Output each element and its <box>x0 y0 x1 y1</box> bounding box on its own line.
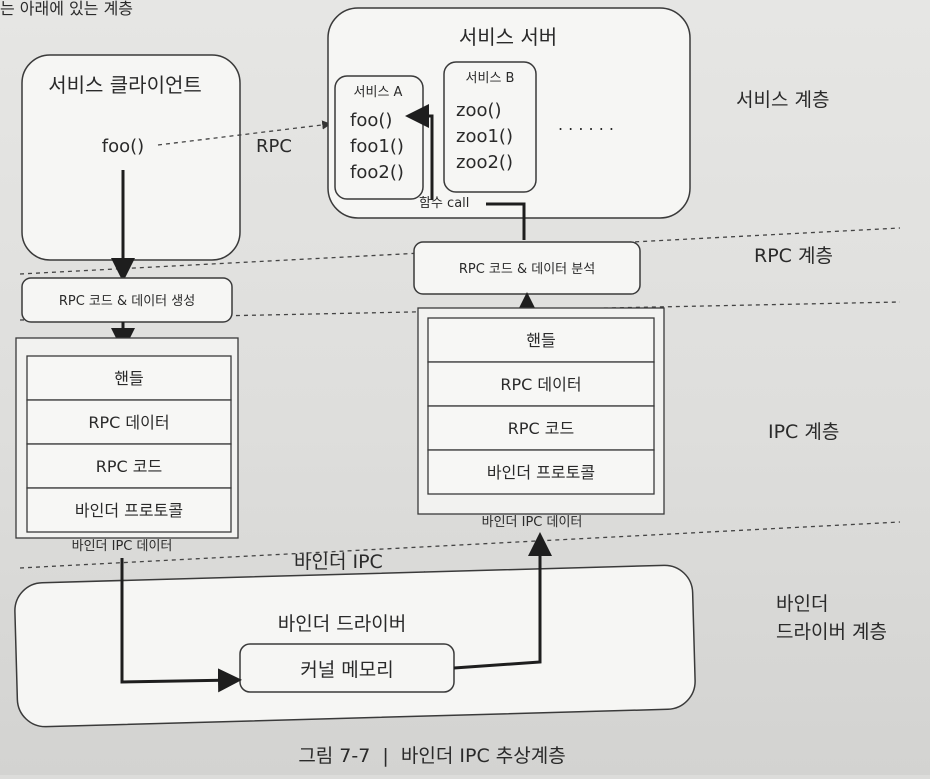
client-call-foo: foo() <box>102 136 144 157</box>
ipc-right-cell <box>427 449 655 495</box>
rpc-label: RPC <box>256 136 292 157</box>
layer-label-ipc: IPC 계층 <box>768 421 839 443</box>
ipc-right-protocol: 바인더 프로토콜 <box>487 463 595 482</box>
rpc-gen-label: RPC 코드 & 데이터 생성 <box>59 294 195 309</box>
ipc-to-kernel-arrow <box>120 558 242 693</box>
ipc-left-rpc-data: RPC 데이터 <box>88 413 169 432</box>
kernel-to-ipc-arrow <box>453 532 552 670</box>
rpc-parse-label: RPC 코드 & 데이터 분석 <box>459 262 595 277</box>
layer-label-driver-2: 드라이버 계층 <box>776 621 887 643</box>
ipc-left-cell <box>26 443 232 489</box>
service-client-title: 서비스 클라이언트 <box>48 73 202 97</box>
service-b-title: 서비스 B <box>466 71 515 86</box>
ipc-right-caption: 바인더 IPC 데이터 <box>482 515 583 530</box>
ipc-right-rpc-code: RPC 코드 <box>508 419 574 438</box>
ipc-left-handle: 핸들 <box>114 369 143 388</box>
service-b-method: zoo2() <box>456 152 513 173</box>
service-b-method: zoo() <box>456 100 502 121</box>
ipc-right-cell <box>427 317 655 363</box>
service-server-title: 서비스 서버 <box>459 25 557 49</box>
ipc-right-cell <box>427 361 655 407</box>
kernel-memory-label: 커널 메모리 <box>300 659 393 681</box>
ipc-right-handle: 핸들 <box>526 331 555 350</box>
rpc-call-arrow <box>157 120 332 146</box>
divider-ipc-driver <box>19 521 901 569</box>
ipc-left-cell <box>26 399 232 445</box>
rpc-gen-box <box>21 277 233 323</box>
layer-label-service: 서비스 계층 <box>736 89 829 111</box>
service-a-method: foo() <box>350 110 392 131</box>
service-b-method: zoo1() <box>456 126 513 147</box>
top-fragment-text: 는 아래에 있는 계층 <box>0 0 133 18</box>
ipc-left-caption: 바인더 IPC 데이터 <box>72 539 173 554</box>
parse-to-server-line <box>486 202 526 240</box>
func-call-label: 함수 call <box>419 196 469 211</box>
figure-caption: 그림 7-7 | 바인더 IPC 추상계층 <box>298 745 565 767</box>
func-call-arrow <box>405 104 434 200</box>
binder-driver-title: 바인더 드라이버 <box>278 613 406 635</box>
service-b-box <box>443 61 537 193</box>
layer-label-driver-1: 바인더 <box>776 593 828 615</box>
ipc-left-protocol: 바인더 프로토콜 <box>75 501 183 520</box>
ipc-left-cell <box>26 355 232 401</box>
service-a-title: 서비스 A <box>354 85 403 100</box>
service-a-method: foo2() <box>350 162 404 183</box>
binder-ipc-label: 바인더 IPC <box>294 551 383 573</box>
more-services-ellipsis: . . . . . . <box>558 115 614 134</box>
service-a-method: foo1() <box>350 136 404 157</box>
ipc-left-rpc-code: RPC 코드 <box>96 457 162 476</box>
ipc-left-cell <box>26 487 232 533</box>
layer-label-rpc: RPC 계층 <box>754 245 833 267</box>
service-a-box <box>334 75 424 200</box>
ipc-right-rpc-data: RPC 데이터 <box>500 375 581 394</box>
